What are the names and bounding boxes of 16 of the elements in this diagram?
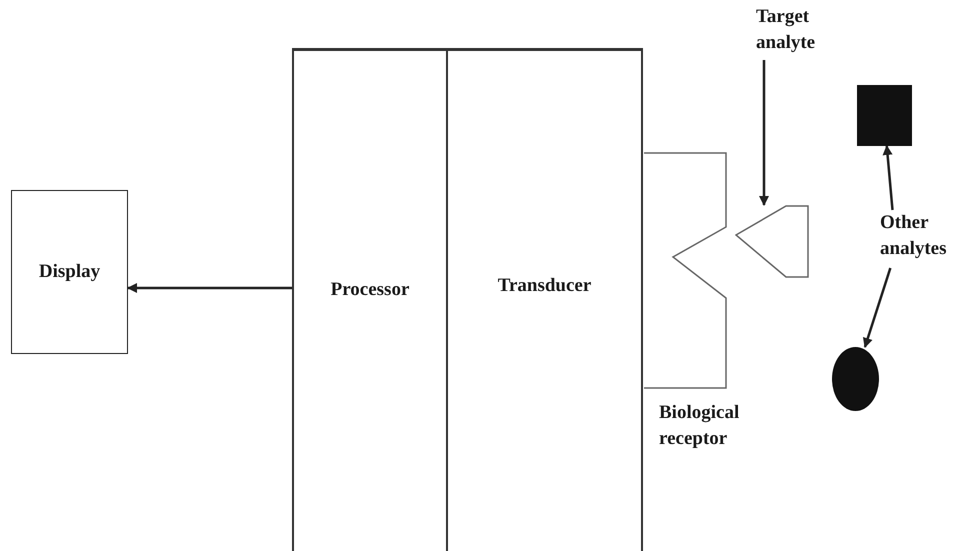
receptor-label: Biological receptor (659, 401, 740, 451)
block-label: Transducer (498, 274, 592, 298)
arrow (759, 60, 769, 206)
analyte-label: Target analyte (756, 5, 816, 55)
oval-analyte (832, 347, 879, 411)
block-label: Processor (330, 278, 410, 302)
target-analyte-shape (735, 205, 809, 279)
square-analyte (857, 85, 912, 146)
arrow (127, 283, 292, 293)
arrow (862, 268, 892, 348)
arrow (882, 145, 894, 210)
analyte-label: Other analytes (880, 211, 948, 261)
processor-block (292, 48, 446, 551)
display-box (11, 190, 128, 354)
block-label: Display (38, 260, 100, 284)
transducer-block (446, 48, 643, 551)
